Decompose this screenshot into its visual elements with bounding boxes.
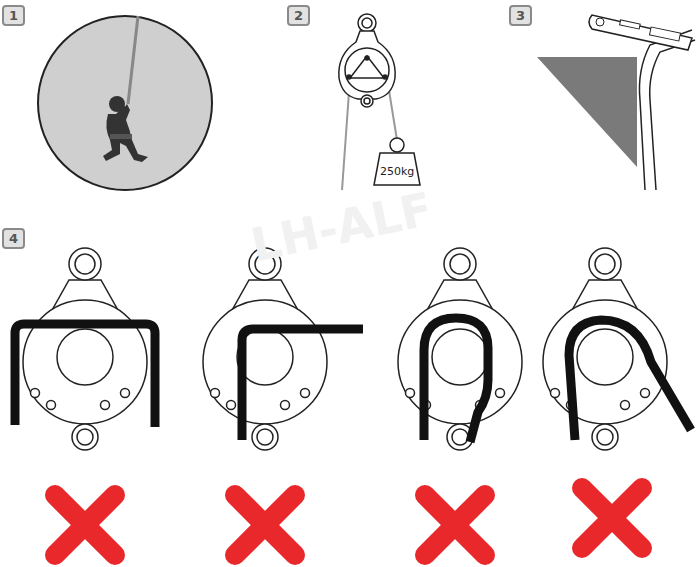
callout-number: 1 [9,9,18,22]
wrong-cross [55,495,115,555]
pulley [398,248,522,450]
hanging-climber [38,16,212,190]
callout-box: 3 [509,5,532,26]
rope [15,324,155,427]
rope [424,318,488,442]
wrong-cross [235,495,295,555]
callout-box: 1 [2,5,25,26]
pulley-load [339,14,420,190]
rope [569,320,691,440]
callout-box: 2 [287,5,310,26]
pulley [15,248,155,450]
weight-label: 250kg [380,165,414,178]
callout-number: 2 [294,9,303,22]
callout-number: 4 [9,232,18,245]
wrong-cross [582,488,642,548]
wrong-cross [425,495,485,555]
callout-number: 3 [516,9,525,22]
edge-device [537,15,695,190]
pulley-row [15,248,691,450]
watermark: LH-ALF [246,182,436,273]
weight-block: 250kg [378,164,416,179]
wrong-marks [55,488,642,555]
pulley [203,248,363,450]
rope [242,329,363,440]
pulley [543,248,691,450]
callout-box: 4 [2,228,25,249]
